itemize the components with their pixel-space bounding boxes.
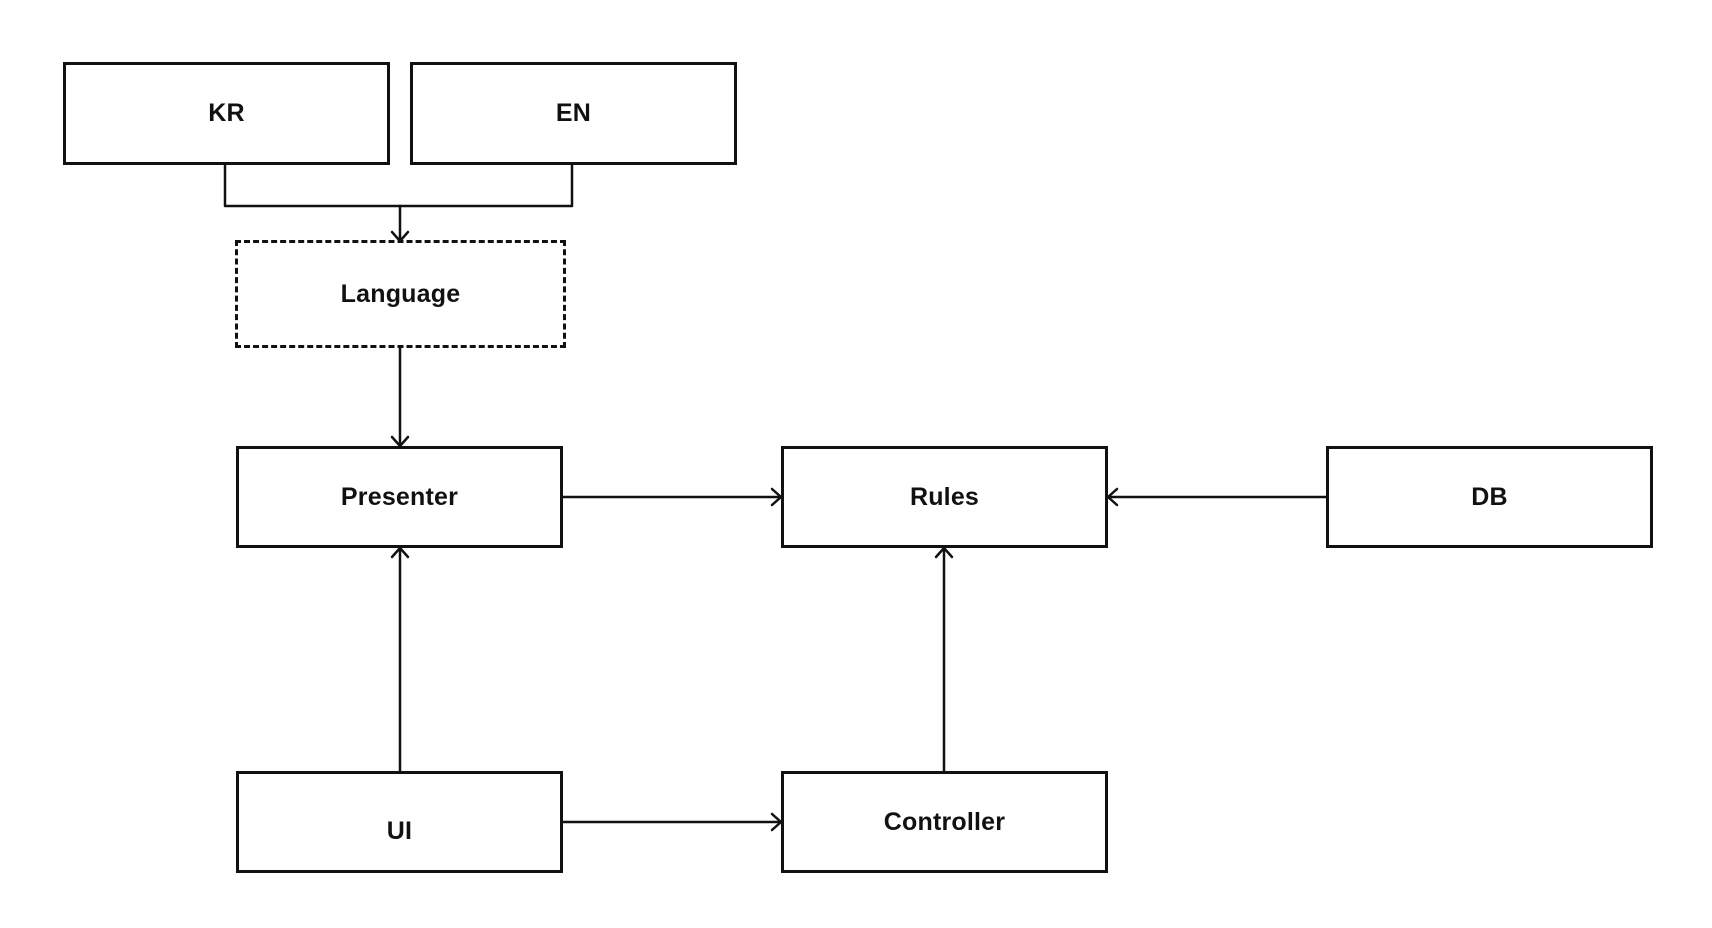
node-language[interactable]: Language [235, 240, 566, 348]
edge-kr-to-language [223, 163, 402, 208]
node-rules[interactable]: Rules [781, 446, 1108, 548]
node-en-label: EN [555, 99, 592, 127]
arrowhead-rules-bottom [934, 546, 954, 559]
node-ui[interactable]: UI [236, 771, 563, 873]
node-language-label: Language [340, 279, 461, 308]
node-en[interactable]: EN [410, 62, 737, 165]
node-ui-label: UI [386, 816, 413, 845]
node-db-label: DB [1471, 482, 1508, 511]
node-rules-label: Rules [909, 482, 980, 511]
node-kr-label: KR [208, 99, 245, 127]
arrowhead-rules-right [1106, 487, 1119, 507]
node-presenter[interactable]: Presenter [236, 446, 563, 548]
edge-en-to-language [398, 163, 574, 208]
node-kr[interactable]: KR [63, 62, 390, 165]
node-presenter-label: Presenter [340, 482, 459, 511]
node-controller[interactable]: Controller [781, 771, 1108, 873]
node-db[interactable]: DB [1326, 446, 1653, 548]
node-controller-label: Controller [883, 807, 1006, 836]
arrowhead-presenter-bottom [390, 546, 410, 559]
